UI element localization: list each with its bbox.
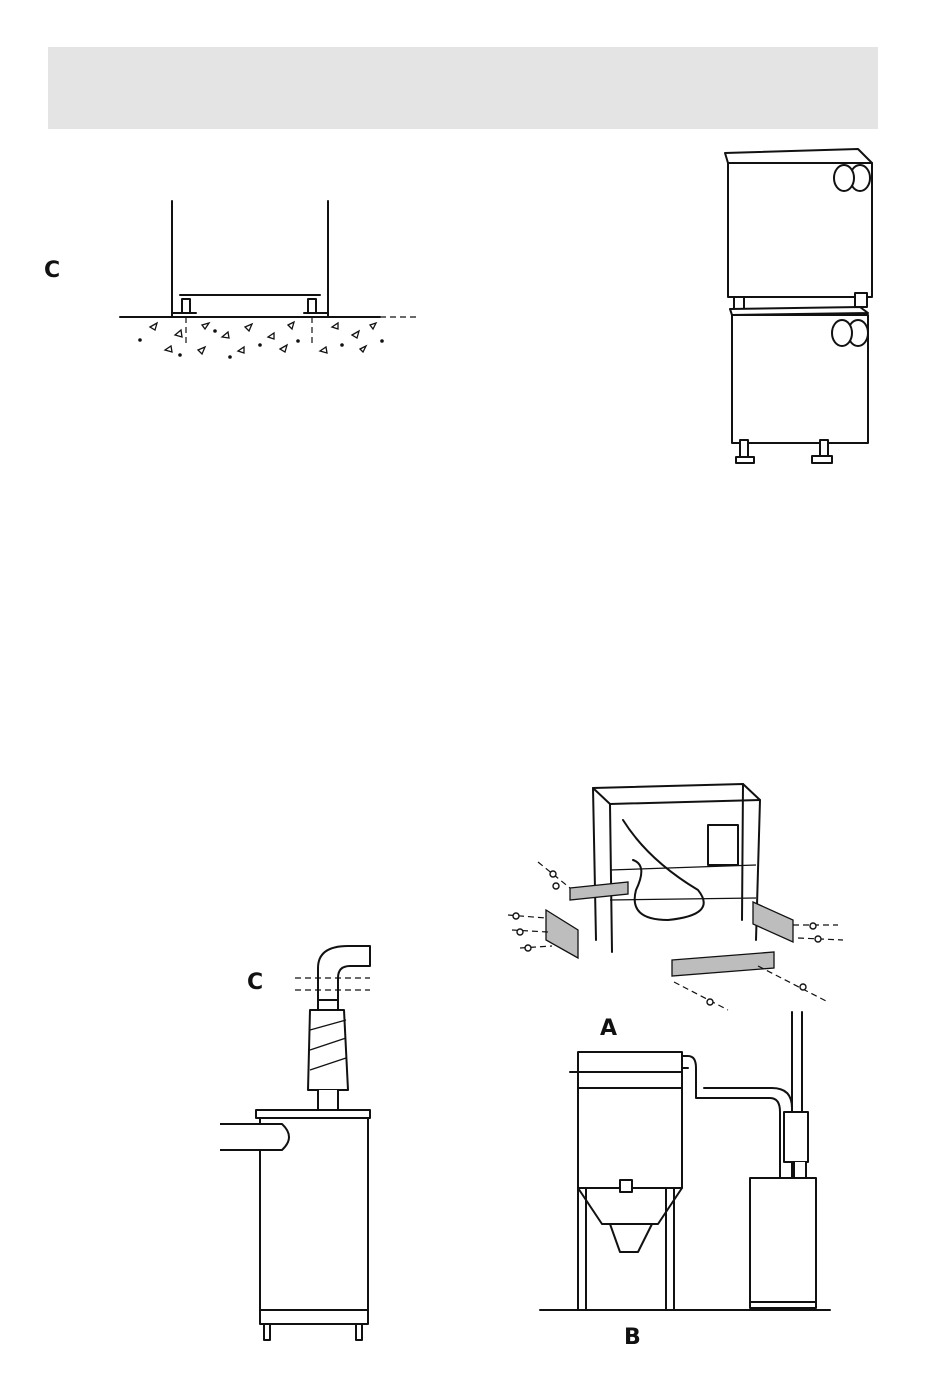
frame-panels-illustration	[498, 770, 848, 1018]
silo-connection-illustration	[540, 1012, 860, 1324]
floor-anchor-illustration	[120, 195, 420, 365]
duct-connection-illustration	[220, 940, 380, 1345]
stacked-units-illustration	[720, 145, 885, 470]
figure-label-c-top: C	[44, 260, 60, 282]
figure-label-b: B	[624, 1327, 641, 1349]
header-band	[48, 47, 878, 129]
